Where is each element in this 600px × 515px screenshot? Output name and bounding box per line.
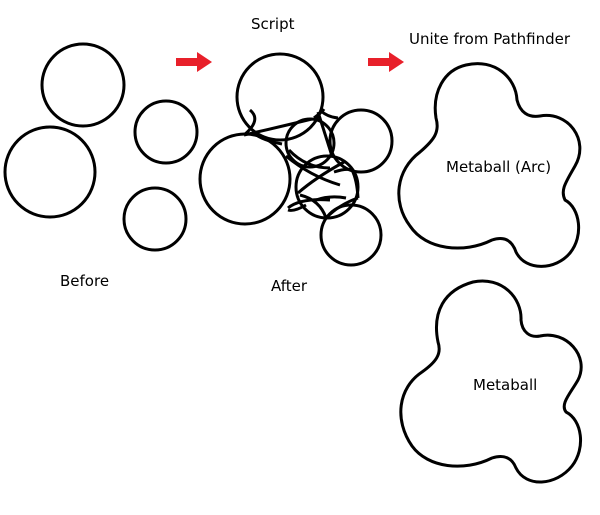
- bridge: [313, 108, 326, 120]
- bridge: [254, 132, 283, 146]
- bridge: [324, 196, 359, 220]
- metaball-shape: [399, 279, 583, 484]
- bridge: [297, 160, 345, 195]
- after-circle-top: [235, 52, 325, 142]
- label-script: Script: [251, 15, 295, 33]
- bridge: [318, 108, 339, 120]
- before-circle-bottom: [122, 186, 188, 252]
- before-circle-left: [3, 125, 97, 219]
- label-before: Before: [60, 272, 110, 290]
- label-unite-from-pathfinder: Unite from Pathfinder: [409, 30, 571, 48]
- bridge: [243, 108, 257, 137]
- bridge: [333, 167, 353, 174]
- bridge: [287, 198, 331, 210]
- label-metaball: Metaball: [473, 376, 538, 394]
- bridge: [285, 154, 341, 187]
- before-circle-mid: [133, 99, 199, 165]
- right-arrow-icon: [176, 52, 212, 72]
- bridge: [316, 111, 334, 157]
- bridge: [287, 203, 307, 212]
- after-circle-left: [198, 132, 292, 226]
- after-group: [198, 52, 394, 267]
- after-circle-right: [328, 108, 394, 174]
- right-arrow-icon: [368, 52, 404, 72]
- bridge: [287, 148, 331, 170]
- bridge: [350, 169, 360, 199]
- label-after: After: [271, 277, 308, 295]
- bridge: [315, 195, 347, 202]
- bridge: [243, 117, 313, 137]
- metaball-arc-shape: [397, 62, 582, 268]
- before-circle-top: [40, 42, 126, 128]
- label-metaball-arc: Metaball (Arc): [446, 158, 552, 176]
- before-group: [3, 42, 199, 252]
- bridge: [299, 193, 328, 219]
